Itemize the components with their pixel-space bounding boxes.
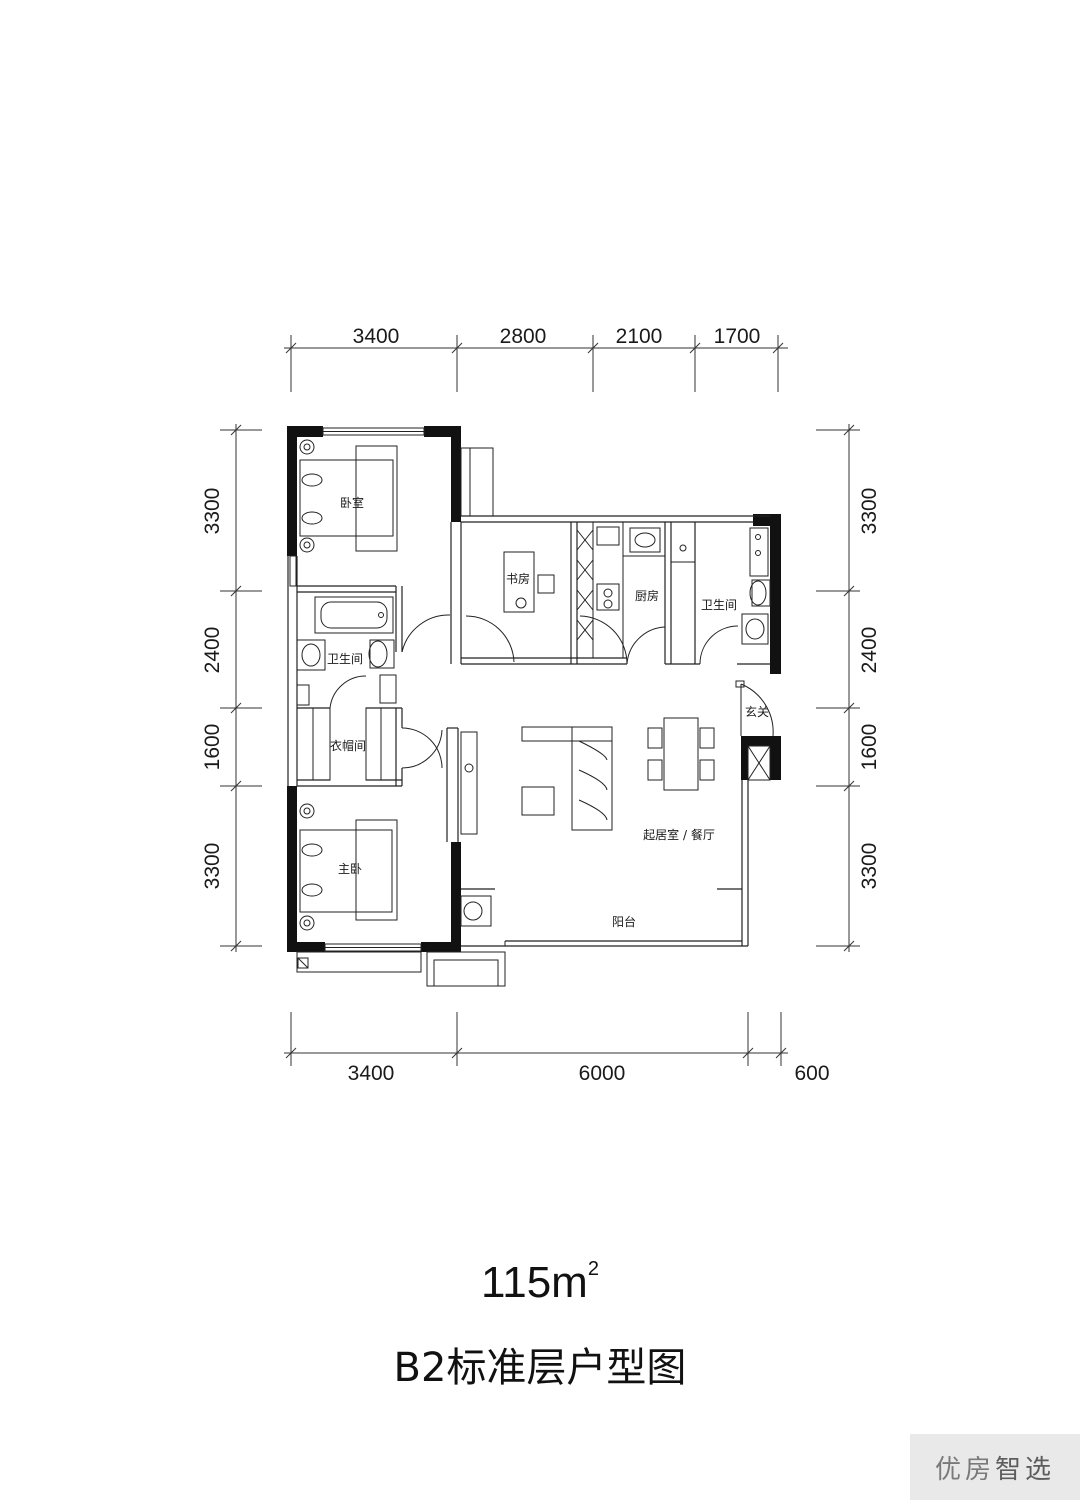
- left-dim-1: 3300: [201, 488, 224, 535]
- label-kitchen: 厨房: [635, 588, 659, 603]
- dining-table: [647, 717, 715, 791]
- right-bath-fixtures: [670, 521, 771, 645]
- floor-plan: 3400 2800 2100 1700 3400 6000 600 3300 2…: [201, 325, 881, 1085]
- label-bathroom-right: 卫生间: [701, 598, 737, 612]
- left-dimension-line: [220, 424, 262, 952]
- bottom-dim-3: 600: [794, 1062, 829, 1085]
- plan-title: B2标准层户型图: [393, 1345, 687, 1391]
- tv-unit: [460, 731, 478, 835]
- wardrobes: [296, 707, 397, 781]
- label-study: 书房: [506, 571, 530, 586]
- cabinet-entrance: [297, 745, 771, 969]
- label-balcony: 阳台: [612, 914, 636, 929]
- bottom-dimension-line: [284, 1012, 788, 1066]
- bottom-dim-2: 6000: [579, 1062, 626, 1085]
- bottom-dim-1: 3400: [348, 1062, 395, 1085]
- label-master-bedroom: 主卧: [338, 862, 362, 876]
- left-dim-4: 3300: [201, 843, 224, 890]
- label-entrance: 玄关: [745, 704, 769, 719]
- floor-area: 115m2: [0, 1258, 1080, 1308]
- label-living-dining: 起居室 / 餐厅: [643, 827, 715, 842]
- doors: [329, 614, 774, 769]
- master-bed: [299, 803, 398, 931]
- washing-machine: [460, 895, 492, 927]
- exterior-walls: [287, 426, 781, 952]
- right-dim-1: 3300: [858, 488, 881, 535]
- label-bathroom-left: 卫生间: [327, 652, 363, 666]
- top-dim-2: 2800: [500, 325, 547, 348]
- watermark-a: 优房: [934, 1454, 995, 1485]
- watermark-b: 智选: [995, 1454, 1056, 1485]
- label-cloakroom: 衣帽间: [330, 738, 366, 753]
- top-dim-4: 1700: [714, 325, 761, 348]
- right-dim-4: 3300: [858, 843, 881, 890]
- label-bedroom: 卧室: [340, 495, 364, 510]
- right-dim-2: 2400: [858, 627, 881, 674]
- top-dim-3: 2100: [616, 325, 663, 348]
- windows: [289, 427, 506, 987]
- kitchen-counters: [576, 521, 665, 659]
- bedroom-bed: [299, 439, 398, 553]
- left-dim-3: 1600: [201, 724, 224, 771]
- watermark: 优房智选: [910, 1434, 1080, 1500]
- living-sofa: [521, 726, 613, 831]
- top-dim-1: 3400: [353, 325, 400, 348]
- area-unit-sup: 2: [587, 1258, 599, 1281]
- bathtub: [314, 596, 394, 634]
- right-dim-3: 1600: [858, 724, 881, 771]
- area-value: 115m: [481, 1258, 588, 1307]
- right-dimension-line: [816, 424, 860, 952]
- top-dimension-line: [284, 335, 788, 392]
- study-desk: [503, 551, 555, 613]
- left-dim-2: 2400: [201, 627, 224, 674]
- left-bath-fixtures: [296, 639, 397, 706]
